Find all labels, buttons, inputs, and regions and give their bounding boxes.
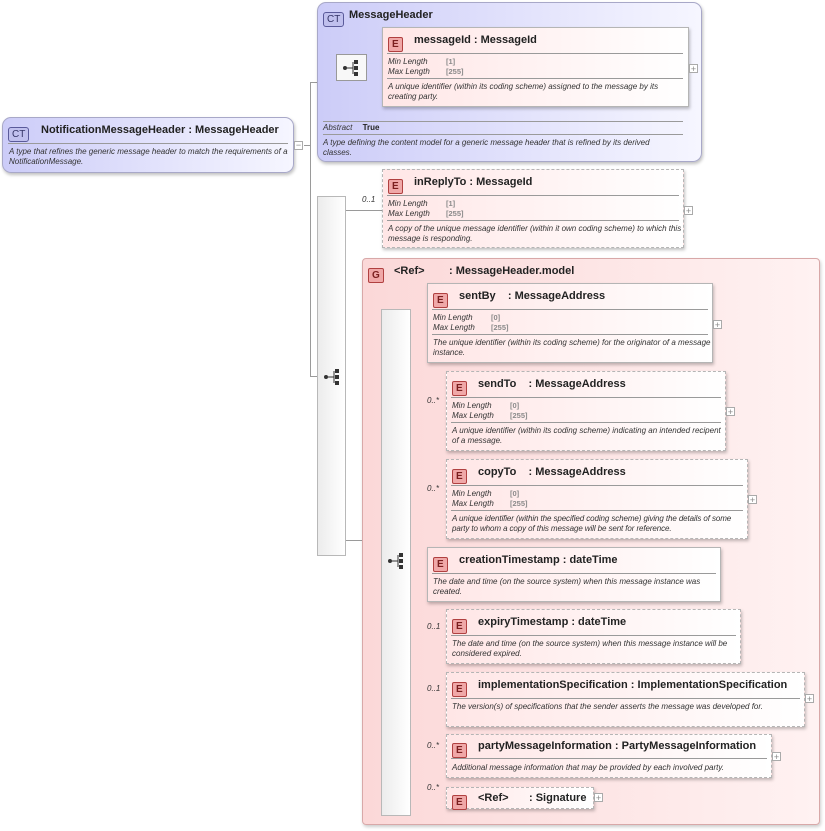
max-length-value: [255] [510, 411, 528, 420]
element-documentation: A unique identifier (within the specifie… [452, 514, 732, 533]
element-badge: E [433, 557, 448, 572]
element-badge: E [433, 293, 448, 308]
element-copyto[interactable]: E copyTo : MessageAddress Min Length [0]… [446, 459, 748, 539]
element-ref: <Ref> [478, 792, 509, 804]
expand-icon[interactable]: + [594, 793, 603, 803]
max-length-value: [255] [510, 499, 528, 508]
element-badge: E [452, 469, 467, 484]
element-inreplyto[interactable]: E inReplyTo : MessageId Min Length [1] M… [382, 169, 684, 248]
min-length-label: Min Length [452, 401, 492, 410]
element-documentation: A unique identifier (within its coding s… [452, 426, 721, 445]
element-badge: E [452, 743, 467, 758]
element-title: creationTimestamp : dateTime [459, 554, 618, 566]
element-documentation: The unique identifier (within its coding… [433, 338, 711, 357]
min-length-value: [0] [510, 489, 520, 498]
sequence-compositor-icon [343, 60, 358, 76]
element-sentby[interactable]: E sentBy : MessageAddress Min Length [0]… [427, 283, 713, 363]
cardinality: 0..1 [427, 622, 441, 631]
expand-icon[interactable]: + [748, 495, 757, 505]
min-length-label: Min Length [388, 57, 428, 66]
element-badge: E [452, 682, 467, 697]
min-length-label: Min Length [433, 313, 473, 322]
element-badge: E [452, 381, 467, 396]
sequence-compositor[interactable] [336, 54, 367, 81]
min-length-label: Min Length [452, 489, 492, 498]
collapse-icon[interactable]: − [294, 140, 303, 150]
abstract-label: Abstract [323, 123, 353, 132]
element-documentation: A unique identifier (within its coding s… [388, 82, 659, 101]
element-documentation: A copy of the unique message identifier … [388, 224, 682, 243]
group-title: : MessageHeader.model [449, 265, 575, 277]
min-length-label: Min Length [388, 199, 428, 208]
element-partymessageinformation[interactable]: E partyMessageInformation : PartyMessage… [446, 734, 772, 778]
max-length-label: Max Length [388, 209, 430, 218]
element-documentation: The date and time (on the source system)… [433, 577, 701, 596]
expand-icon[interactable]: + [713, 320, 722, 330]
element-title: copyTo : MessageAddress [478, 466, 626, 478]
element-title: expiryTimestamp : dateTime [478, 616, 627, 628]
expand-icon[interactable]: + [772, 752, 781, 762]
element-documentation: Additional message information that may … [452, 763, 725, 772]
max-length-label: Max Length [388, 67, 430, 76]
base-documentation: A type defining the content model for a … [323, 138, 650, 157]
max-length-value: [255] [446, 209, 464, 218]
cardinality: 0..* [427, 484, 440, 493]
cardinality: 0..* [427, 741, 440, 750]
base-title: MessageHeader [349, 9, 433, 21]
element-title: sendTo : MessageAddress [478, 378, 626, 390]
min-length-value: [0] [510, 401, 520, 410]
cardinality: 0..1 [362, 195, 376, 204]
sequence-compositor-icon [388, 553, 403, 569]
min-length-value: [1] [446, 199, 456, 208]
element-signature-ref[interactable]: E <Ref> : Signature [446, 787, 594, 810]
cardinality: 0..* [427, 783, 440, 792]
element-messageid[interactable]: E messageId : MessageId Min Length [1] M… [382, 27, 689, 107]
max-length-value: [255] [446, 67, 464, 76]
max-length-label: Max Length [452, 499, 494, 508]
max-length-label: Max Length [452, 411, 494, 420]
expand-icon[interactable]: + [805, 694, 814, 704]
element-expirytimestamp[interactable]: E expiryTimestamp : dateTime The date an… [446, 609, 741, 664]
complex-type-badge: CT [8, 127, 30, 142]
element-badge: E [388, 37, 403, 52]
group-ref: <Ref> [394, 265, 425, 277]
sequence-bar-inner[interactable] [381, 309, 411, 816]
element-title: : Signature [529, 792, 587, 804]
root-complex-type[interactable]: CT NotificationMessageHeader : MessageHe… [2, 117, 294, 173]
expand-icon[interactable]: + [684, 206, 693, 216]
expand-icon[interactable]: + [689, 64, 698, 74]
element-title: implementationSpecification : Implementa… [478, 679, 788, 691]
element-documentation: The date and time (on the source system)… [452, 639, 728, 658]
sequence-compositor-icon [324, 369, 339, 385]
cardinality: 0..* [427, 396, 440, 405]
element-badge: E [388, 179, 403, 194]
cardinality: 0..1 [427, 684, 441, 693]
element-creationtimestamp[interactable]: E creationTimestamp : dateTime The date … [427, 547, 721, 602]
element-title: partyMessageInformation : PartyMessageIn… [478, 740, 757, 752]
max-length-label: Max Length [433, 323, 475, 332]
element-implementationspecification[interactable]: E implementationSpecification : Implemen… [446, 672, 805, 727]
complex-type-badge: CT [323, 12, 345, 27]
min-length-value: [0] [491, 313, 501, 322]
element-badge: E [452, 795, 467, 810]
element-badge: E [452, 619, 467, 634]
root-documentation: A type that refines the generic message … [9, 147, 288, 166]
min-length-value: [1] [446, 57, 456, 66]
element-documentation: The version(s) of specifications that th… [452, 702, 763, 711]
root-title: NotificationMessageHeader : MessageHeade… [41, 124, 279, 136]
element-title: messageId : MessageId [414, 34, 537, 46]
sequence-bar-outer[interactable] [317, 196, 346, 556]
max-length-value: [255] [491, 323, 509, 332]
element-sendto[interactable]: E sendTo : MessageAddress Min Length [0]… [446, 371, 726, 451]
abstract-value: True [362, 123, 380, 132]
group-badge: G [368, 268, 384, 283]
expand-icon[interactable]: + [726, 407, 735, 417]
element-title: inReplyTo : MessageId [414, 176, 533, 188]
element-title: sentBy : MessageAddress [459, 290, 606, 302]
